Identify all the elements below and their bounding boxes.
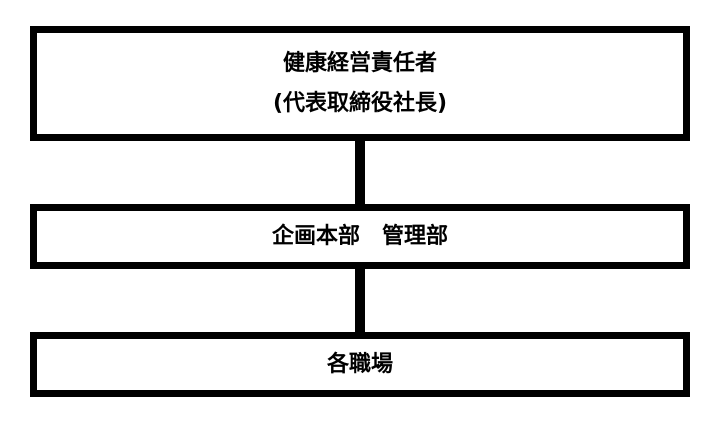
planning-management-dept-label: 企画本部 管理部 [271,223,448,249]
workplaces-box: 各職場 [30,332,690,397]
health-management-officer-title: 健康経営責任者 [282,51,437,76]
workplaces-label: 各職場 [326,351,393,377]
health-management-officer-role: (代表取締役社長) [272,90,448,116]
connector-line [355,141,365,204]
planning-management-dept-box: 企画本部 管理部 [30,204,690,269]
health-management-officer-box: 健康経営責任者 (代表取締役社長) [30,26,690,141]
connector-line [355,269,365,332]
